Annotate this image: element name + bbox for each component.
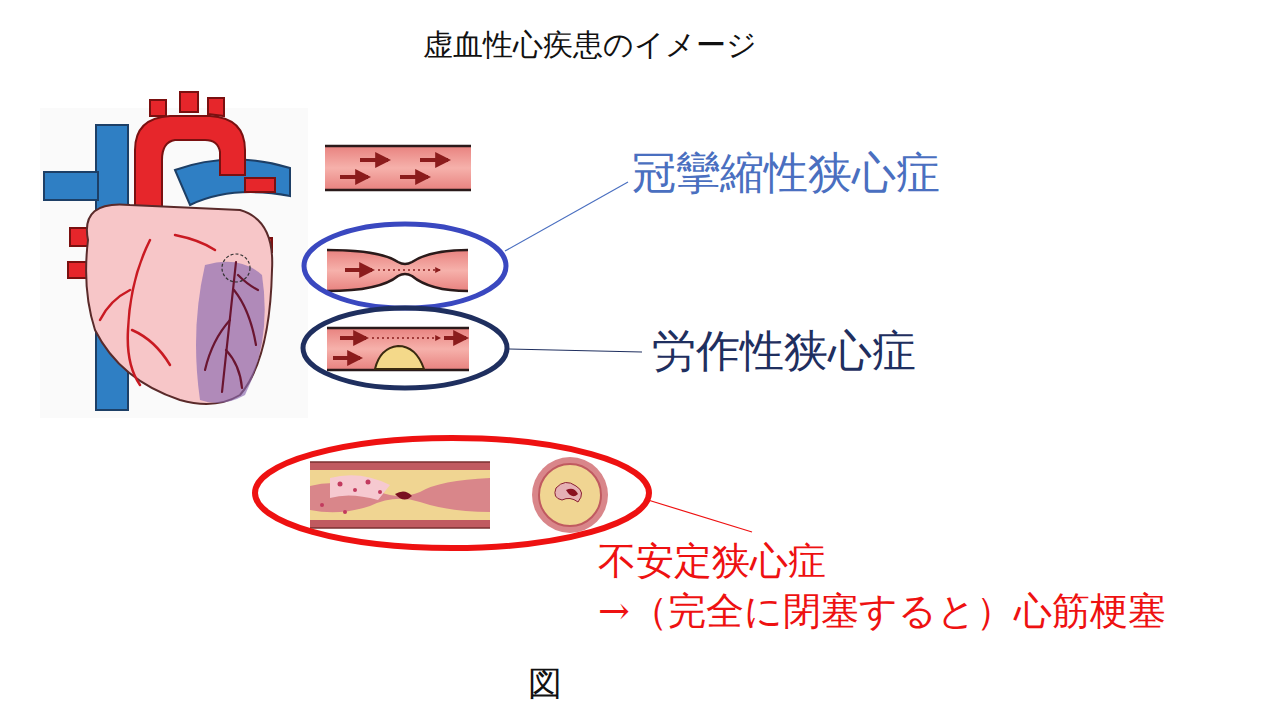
highlight-ellipse [304, 224, 506, 308]
callout-label: 冠攣縮性狭心症 [632, 148, 940, 199]
heart-illustration [40, 92, 308, 418]
leader-line [509, 349, 642, 352]
callout-label: →（完全に閉塞すると）心筋梗塞 [598, 590, 1166, 634]
highlight-ellipse [303, 308, 507, 388]
callout-label: 労作性狭心症 [652, 326, 916, 377]
title-text: 虚血性心疾患のイメージ [423, 28, 757, 63]
vessel-cross-section [532, 457, 608, 533]
normal-vessel [325, 146, 471, 190]
spasm-vessel [327, 250, 468, 291]
caption-text: 図 [528, 664, 562, 703]
highlight-ellipse [255, 438, 649, 548]
plaque-vessel [327, 328, 469, 370]
callout-label: 不安定狭心症 [598, 540, 826, 584]
leader-line [505, 182, 628, 251]
leader-line [648, 500, 752, 532]
ruptured-plaque [310, 462, 490, 528]
